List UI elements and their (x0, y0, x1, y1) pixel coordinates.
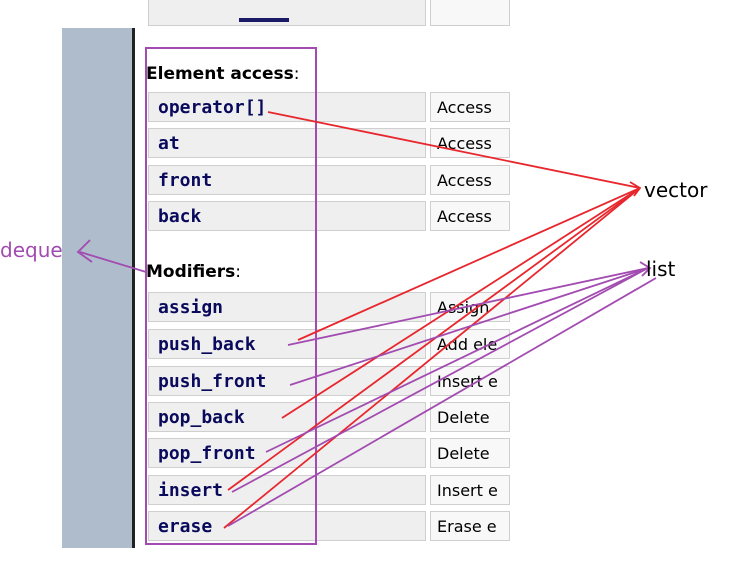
member-description: Delete (430, 402, 510, 432)
member-link-front[interactable]: front (148, 165, 426, 195)
left-sidebar (62, 28, 132, 548)
member-link-insert[interactable]: insert (148, 475, 426, 505)
previous-row-link-fragment[interactable] (239, 18, 289, 22)
member-description: Insert e (430, 475, 510, 505)
member-description: Access (430, 165, 510, 195)
sidebar-border (132, 28, 135, 548)
member-link-push-back[interactable]: push_back (148, 329, 426, 359)
member-description: Assign (430, 292, 510, 322)
previous-row-desc-cell (430, 0, 510, 26)
member-link-back[interactable]: back (148, 201, 426, 231)
member-link-operator-brackets[interactable]: operator[] (148, 92, 426, 122)
element-access-title: Element access (146, 64, 294, 84)
vector-arrowhead (629, 181, 642, 197)
element-access-colon: : (293, 64, 300, 84)
member-link-push-front[interactable]: push_front (148, 366, 426, 396)
list-label: list (646, 257, 676, 281)
modifiers-colon: : (235, 262, 241, 282)
member-link-assign[interactable]: assign (148, 292, 426, 322)
vector-label: vector (644, 178, 708, 202)
member-description: Access (430, 201, 510, 231)
member-description: Access (430, 92, 510, 122)
member-description: Insert e (430, 366, 510, 396)
member-description: Access (430, 128, 510, 158)
deque-label: deque (0, 238, 63, 262)
member-link-pop-front[interactable]: pop_front (148, 438, 426, 468)
member-description: Delete (430, 438, 510, 468)
previous-row-name-cell (148, 0, 426, 26)
previous-table-row (148, 0, 510, 28)
member-description: Erase e (430, 511, 510, 541)
element-access-heading: Element access: (146, 64, 300, 84)
member-link-at[interactable]: at (148, 128, 426, 158)
modifiers-heading: Modifiers: (146, 262, 241, 282)
modifiers-title: Modifiers (146, 262, 236, 282)
member-description: Add ele (430, 329, 510, 359)
member-link-erase[interactable]: erase (148, 511, 426, 541)
member-link-pop-back[interactable]: pop_back (148, 402, 426, 432)
